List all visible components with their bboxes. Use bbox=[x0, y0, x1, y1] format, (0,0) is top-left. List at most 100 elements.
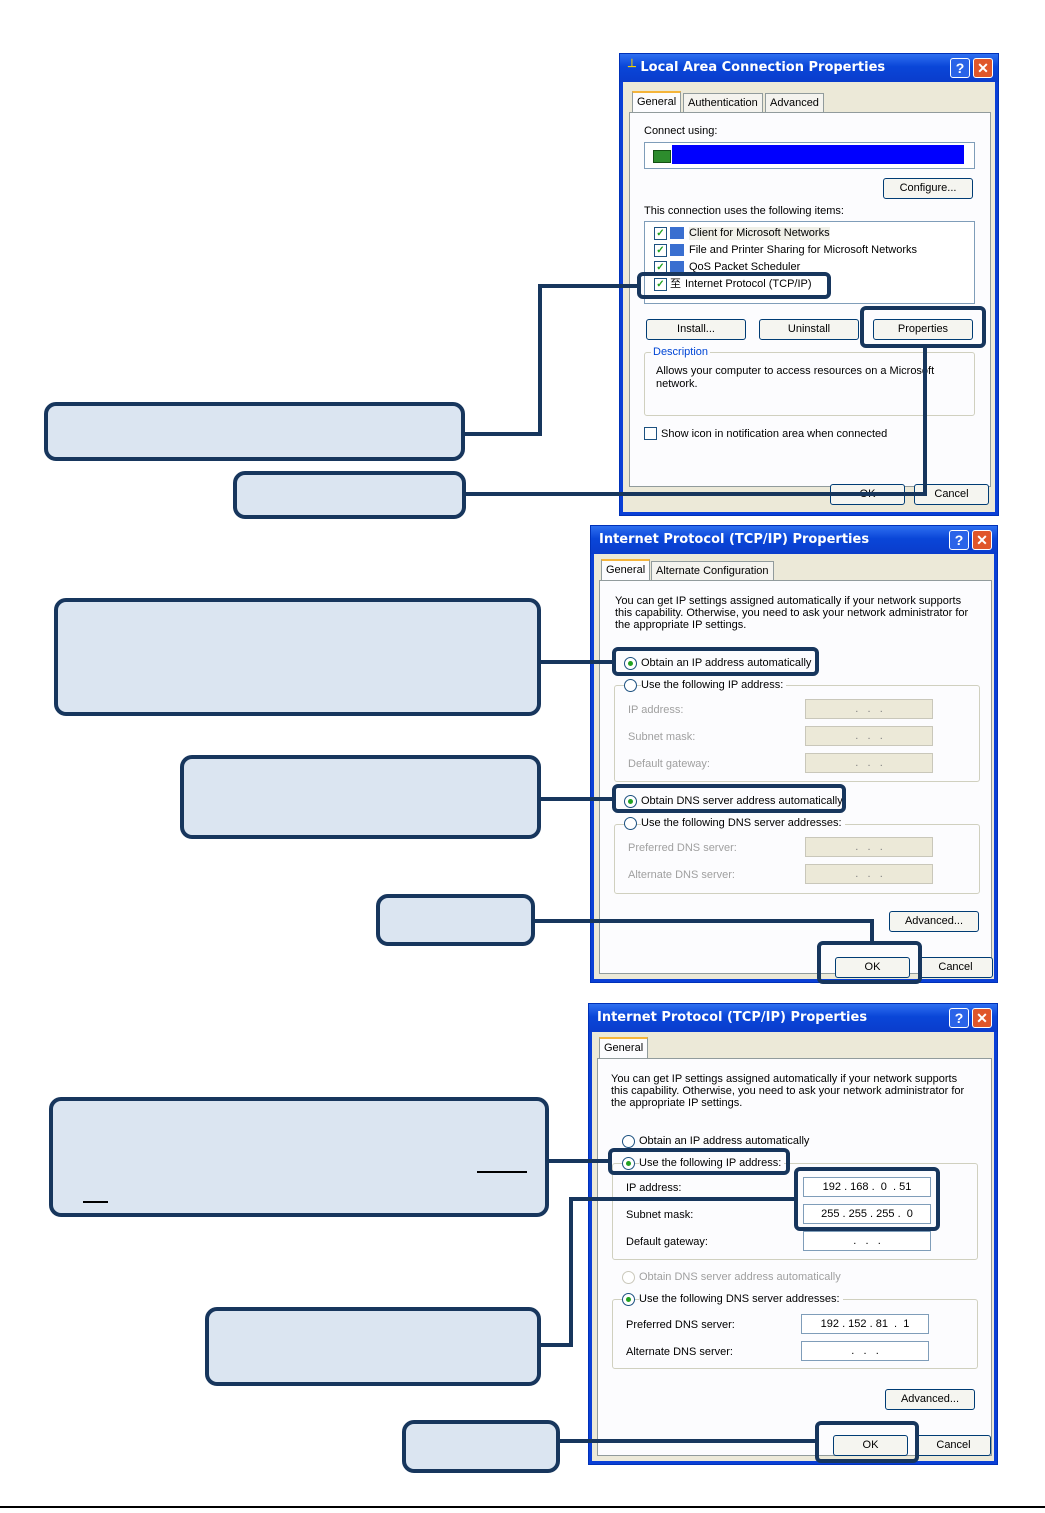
connector-line bbox=[538, 284, 638, 288]
show-icon-label[interactable]: Show icon in notification area when conn… bbox=[661, 428, 888, 440]
help-button[interactable]: ? bbox=[950, 58, 970, 78]
ip-address-field[interactable]: . . . bbox=[805, 699, 933, 719]
uninstall-button[interactable]: Uninstall bbox=[759, 319, 859, 340]
bottom-divider bbox=[0, 1506, 1045, 1508]
tcpip-title: Internet Protocol (TCP/IP) Properties bbox=[599, 532, 870, 547]
default-gateway-field[interactable]: . . . bbox=[803, 1231, 931, 1251]
ok-button[interactable]: OK bbox=[833, 1435, 908, 1456]
adapter-name-selection bbox=[672, 145, 964, 164]
description-text: Allows your computer to access resources… bbox=[656, 365, 935, 390]
use-dns-label[interactable]: Use the following DNS server addresses: bbox=[639, 1293, 843, 1306]
tab-general[interactable]: General bbox=[632, 91, 682, 114]
alternate-dns-field[interactable]: . . . bbox=[801, 1341, 929, 1361]
close-button[interactable]: ✕ bbox=[972, 1008, 992, 1028]
static-ip-group bbox=[614, 685, 980, 782]
checkbox-client[interactable]: ✓ bbox=[654, 227, 667, 240]
install-button[interactable]: Install... bbox=[646, 319, 746, 340]
ip-address-label: IP address: bbox=[628, 704, 684, 716]
callout-properties bbox=[233, 471, 466, 519]
obtain-dns-label[interactable]: Obtain DNS server address automatically bbox=[641, 795, 843, 807]
subnet-mask-field[interactable]: . . . bbox=[805, 726, 933, 746]
advanced-button[interactable]: Advanced... bbox=[885, 1389, 975, 1410]
checkbox-file-sharing[interactable]: ✓ bbox=[654, 244, 667, 257]
highlight-obtain-ip bbox=[612, 647, 819, 676]
tab-general[interactable]: General bbox=[599, 1037, 649, 1060]
tab-alternate-configuration[interactable]: Alternate Configuration bbox=[651, 561, 774, 581]
obtain-ip-label[interactable]: Obtain an IP address automatically bbox=[639, 1135, 810, 1147]
highlight-ok-button-3 bbox=[815, 1421, 919, 1463]
obtain-ip-radio[interactable] bbox=[624, 657, 637, 670]
default-gateway-field[interactable]: . . . bbox=[805, 753, 933, 773]
use-ip-radio[interactable] bbox=[622, 1157, 635, 1170]
close-button[interactable]: ✕ bbox=[973, 58, 993, 78]
tab-authentication[interactable]: Authentication bbox=[683, 93, 763, 113]
obtain-dns-radio[interactable] bbox=[624, 795, 637, 808]
cancel-button[interactable]: Cancel bbox=[918, 957, 993, 978]
subnet-mask-label: Subnet mask: bbox=[628, 731, 696, 743]
cancel-button[interactable]: Cancel bbox=[914, 484, 989, 505]
obtain-ip-radio[interactable] bbox=[622, 1135, 635, 1148]
tcpip-tab-panel bbox=[599, 580, 992, 974]
connector-line bbox=[569, 1197, 573, 1347]
help-button[interactable]: ? bbox=[949, 1008, 969, 1028]
connector-line bbox=[870, 919, 874, 943]
ip-address-label: IP address: bbox=[626, 1182, 682, 1194]
use-dns-radio[interactable] bbox=[624, 817, 637, 830]
tcpip-titlebar[interactable]: Internet Protocol (TCP/IP) Properties ? … bbox=[589, 1004, 997, 1032]
checkbox-tcpip[interactable]: ✓ bbox=[654, 278, 667, 291]
help-button[interactable]: ? bbox=[949, 530, 969, 550]
show-icon-checkbox[interactable] bbox=[644, 427, 657, 440]
item-file-sharing[interactable]: File and Printer Sharing for Microsoft N… bbox=[689, 244, 918, 256]
adapter-field[interactable] bbox=[644, 142, 975, 169]
callout-static-ip bbox=[49, 1097, 549, 1217]
use-dns-label[interactable]: Use the following DNS server addresses: bbox=[641, 817, 845, 830]
subnet-mask-field[interactable]: 255 . 255 . 255 . 0 bbox=[803, 1204, 931, 1224]
configure-button[interactable]: Configure... bbox=[883, 178, 973, 199]
preferred-dns-field[interactable]: 192 . 152 . 81 . 1 bbox=[801, 1314, 929, 1334]
alternate-dns-field[interactable]: . . . bbox=[805, 864, 933, 884]
network-icon: ┴ bbox=[628, 60, 636, 75]
callout-tcpip-item bbox=[44, 402, 465, 461]
item-qos[interactable]: QoS Packet Scheduler bbox=[689, 261, 801, 273]
obtain-dns-label[interactable]: Obtain DNS server address automatically bbox=[639, 1271, 841, 1283]
use-ip-radio[interactable] bbox=[624, 679, 637, 692]
network-protocol-icon: ⾄ bbox=[670, 278, 681, 290]
computer-icon bbox=[670, 261, 684, 273]
tab-advanced[interactable]: Advanced bbox=[765, 93, 824, 113]
properties-button[interactable]: Properties bbox=[873, 319, 973, 340]
use-ip-label[interactable]: Use the following IP address: bbox=[641, 679, 787, 692]
items-list[interactable]: ✓ Client for Microsoft Networks ✓ File a… bbox=[644, 221, 975, 304]
use-ip-label[interactable]: Use the following IP address: bbox=[639, 1157, 785, 1170]
cancel-button[interactable]: Cancel bbox=[916, 1435, 991, 1456]
connect-using-label: Connect using: bbox=[644, 125, 718, 137]
callout-ip-mask-dns bbox=[205, 1307, 541, 1386]
tcpip-properties-dialog-static: Internet Protocol (TCP/IP) Properties ? … bbox=[588, 1003, 998, 1465]
tab-general[interactable]: General bbox=[601, 559, 651, 582]
obtain-ip-label[interactable]: Obtain an IP address automatically bbox=[641, 657, 812, 669]
lan-titlebar[interactable]: ┴ Local Area Connection Properties ? ✕ bbox=[620, 54, 998, 82]
ip-address-field[interactable]: 192 . 168 . 0 . 51 bbox=[803, 1177, 931, 1197]
ok-button[interactable]: OK bbox=[835, 957, 910, 978]
description-group bbox=[644, 352, 975, 416]
preferred-dns-label: Preferred DNS server: bbox=[626, 1319, 735, 1331]
connector-line bbox=[462, 432, 542, 436]
tcpip-properties-dialog-auto: Internet Protocol (TCP/IP) Properties ? … bbox=[590, 525, 998, 983]
intro-text: You can get IP settings assigned automat… bbox=[615, 595, 969, 631]
use-dns-radio[interactable] bbox=[622, 1293, 635, 1306]
connector-line bbox=[537, 797, 613, 801]
underline-mark bbox=[477, 1171, 527, 1173]
subnet-mask-label: Subnet mask: bbox=[626, 1209, 694, 1221]
close-button[interactable]: ✕ bbox=[972, 530, 992, 550]
item-client[interactable]: Client for Microsoft Networks bbox=[689, 227, 830, 240]
callout-obtain-ip bbox=[54, 598, 541, 716]
tcpip-title: Internet Protocol (TCP/IP) Properties bbox=[597, 1010, 868, 1025]
default-gateway-label: Default gateway: bbox=[628, 758, 710, 770]
computer-icon bbox=[670, 244, 684, 256]
tcpip-titlebar[interactable]: Internet Protocol (TCP/IP) Properties ? … bbox=[591, 526, 997, 554]
items-label: This connection uses the following items… bbox=[644, 205, 844, 217]
obtain-dns-radio[interactable] bbox=[622, 1271, 635, 1284]
preferred-dns-field[interactable]: . . . bbox=[805, 837, 933, 857]
item-tcpip[interactable]: Internet Protocol (TCP/IP) bbox=[685, 278, 812, 290]
advanced-button[interactable]: Advanced... bbox=[889, 911, 979, 932]
preferred-dns-label: Preferred DNS server: bbox=[628, 842, 737, 854]
